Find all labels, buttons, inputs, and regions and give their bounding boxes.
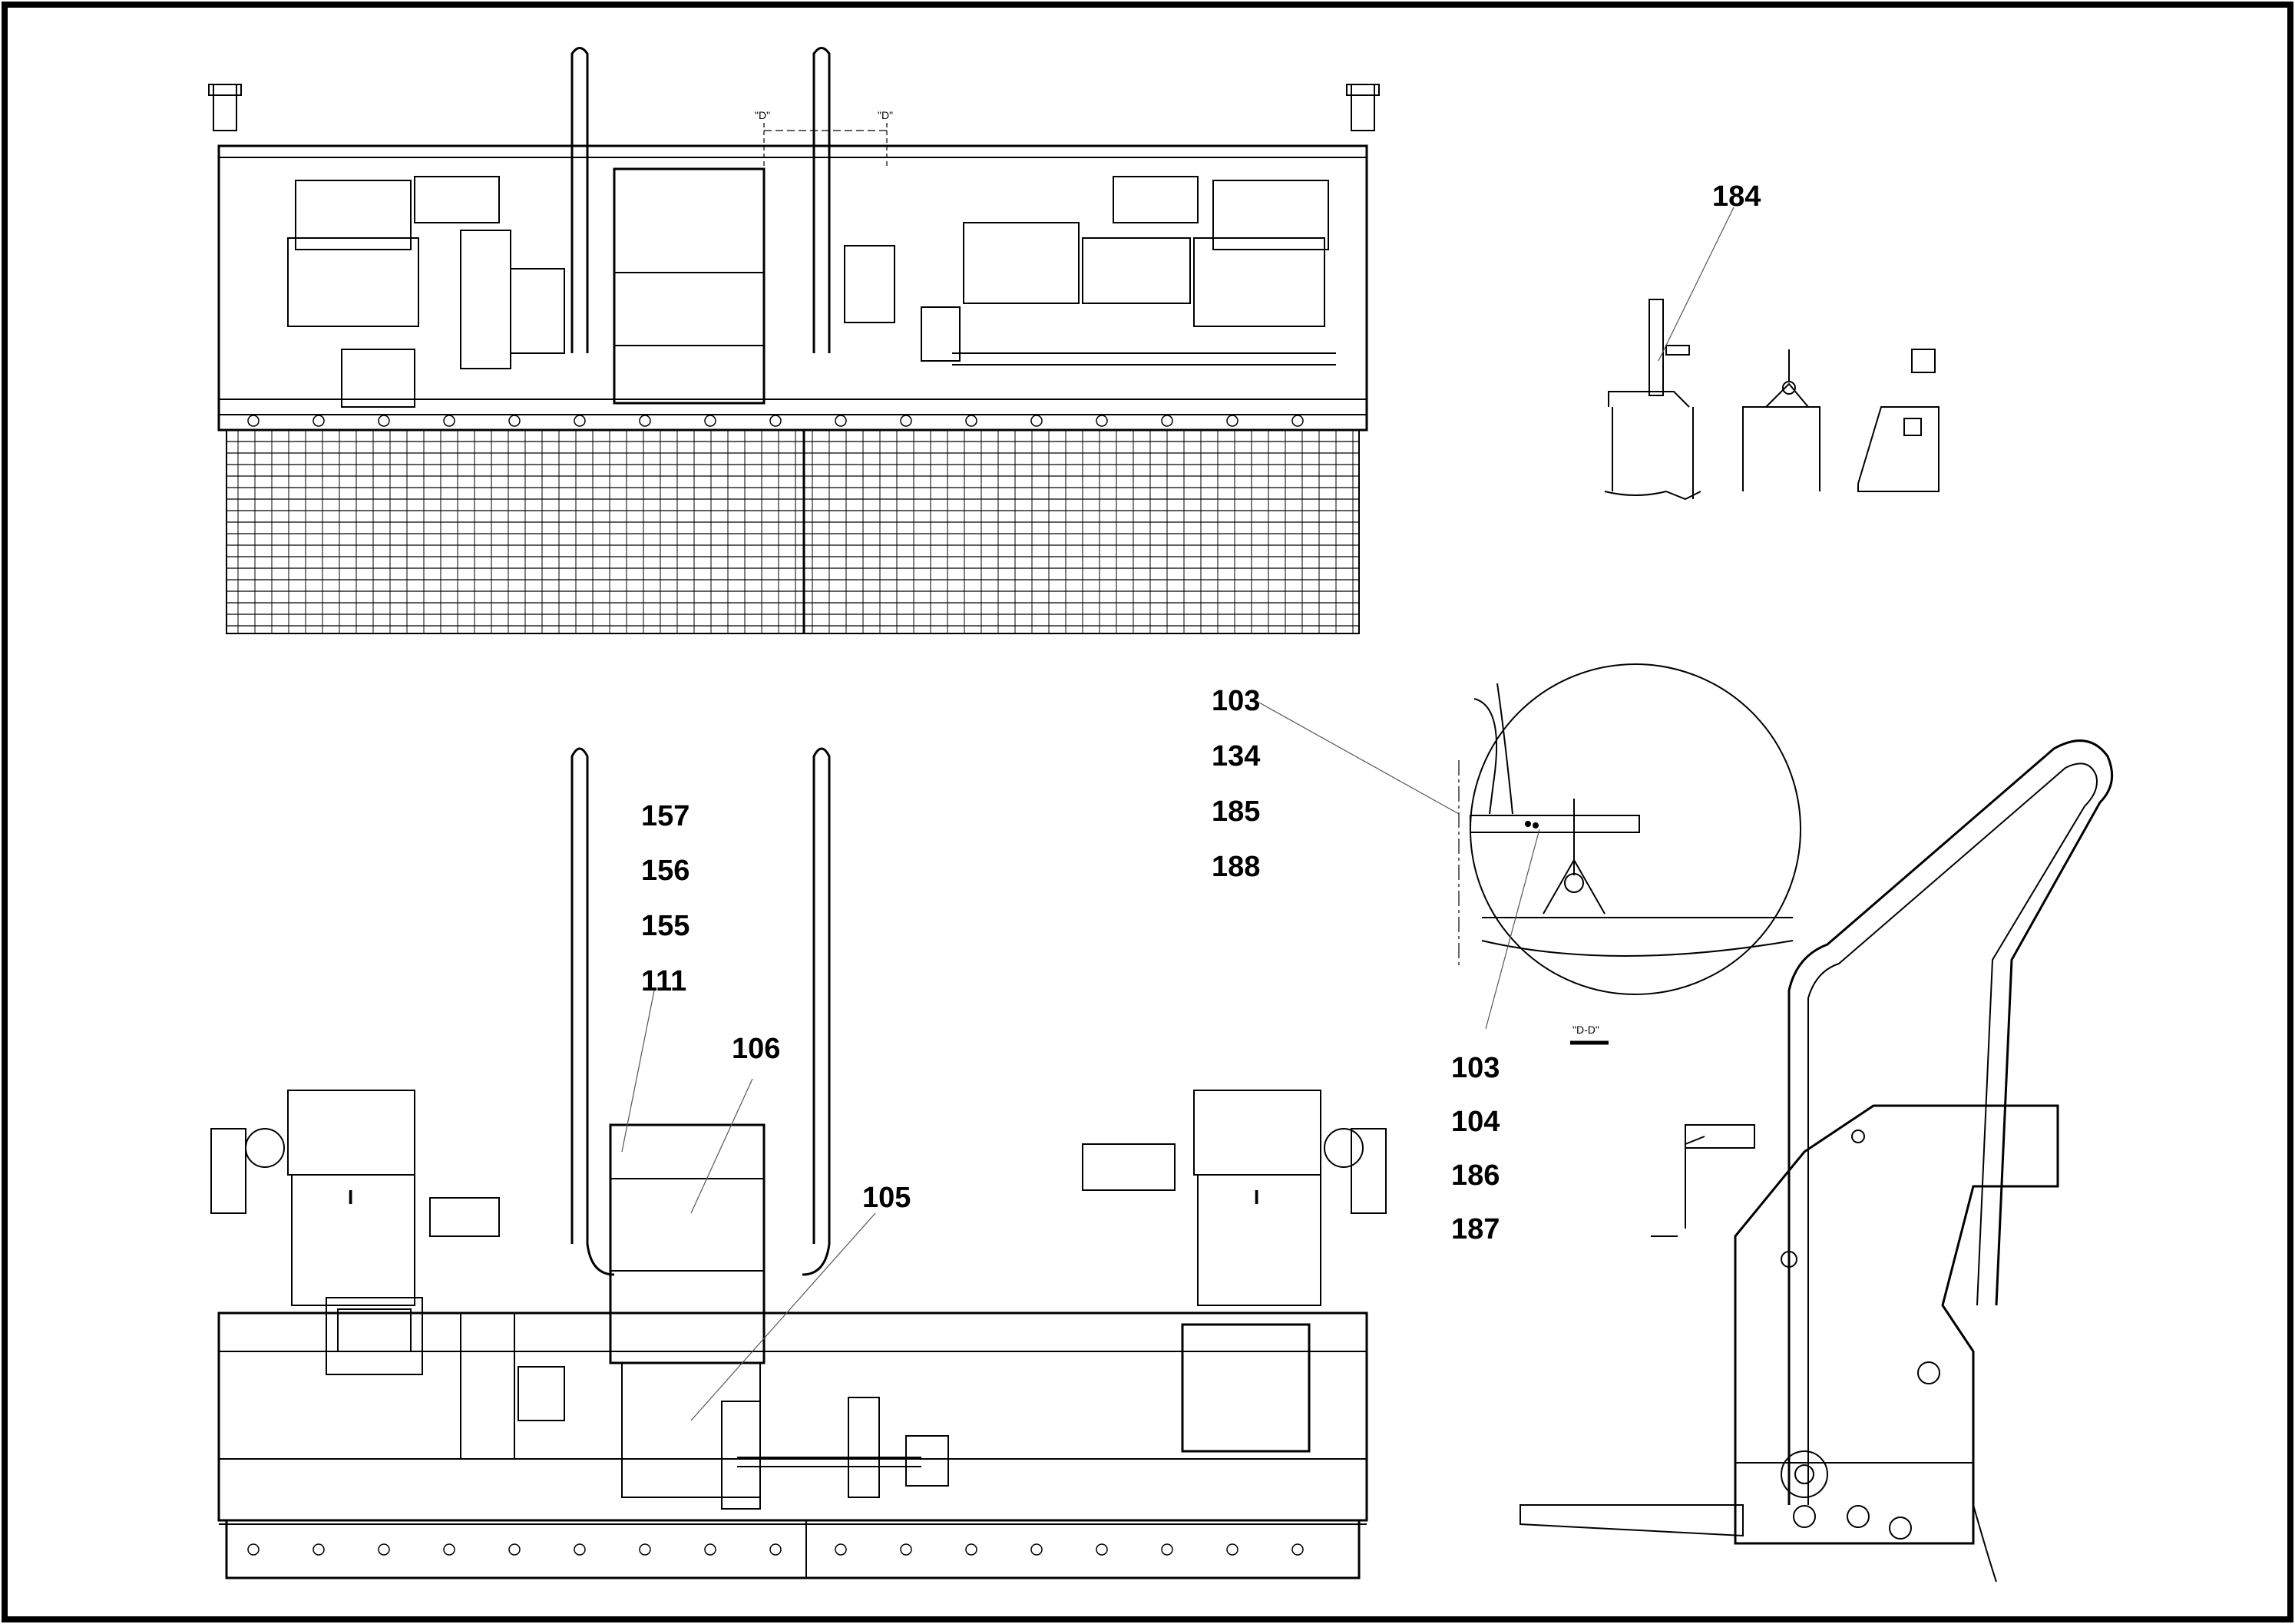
section-mark-right: "D" [878,109,893,121]
callout-157: 157 [641,800,689,832]
callout-103-a: 103 [1212,685,1260,717]
panel-marker-left: I [348,1186,353,1209]
callout-187: 187 [1451,1213,1500,1245]
callout-105: 105 [862,1182,911,1214]
callout-156: 156 [641,855,689,887]
callout-185: 185 [1212,795,1260,828]
panel-marker-right: I [1254,1186,1259,1209]
callout-106: 106 [732,1033,780,1065]
detail-D-D [1258,663,1801,1045]
front-view [210,747,1387,1579]
callout-103-b: 103 [1451,1052,1500,1084]
section-label-D-D: "D-D" [1572,1024,1599,1036]
callout-134: 134 [1212,740,1260,772]
callout-184: 184 [1712,180,1761,213]
callout-155: 155 [641,910,689,942]
detail-184 [1604,207,1940,501]
section-mark-left: "D" [755,109,770,121]
top-view [208,47,1380,634]
callout-186: 186 [1451,1159,1500,1192]
side-view [1520,739,2114,1583]
callout-188: 188 [1212,851,1260,883]
callout-111: 111 [641,965,686,997]
callout-104: 104 [1451,1106,1500,1138]
